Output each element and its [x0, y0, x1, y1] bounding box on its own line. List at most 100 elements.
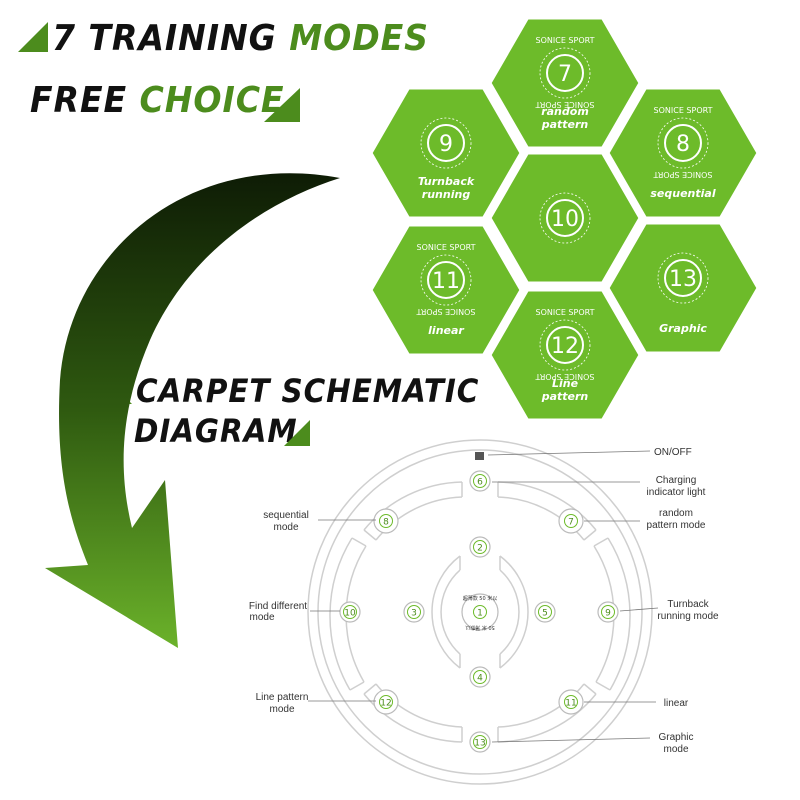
- mode-label-line1: Line: [552, 377, 579, 390]
- pad-number: 5: [542, 609, 548, 619]
- mode-dotted-ring: [539, 47, 591, 99]
- label-find-1: Find different: [249, 601, 307, 612]
- mode-label-line2: running: [422, 188, 471, 201]
- brand-text-bottom: SONICE SPORT: [653, 170, 712, 179]
- mode-dotted-ring: [420, 254, 472, 306]
- label-find-2: mode: [249, 612, 274, 623]
- hexagon-shape: [369, 86, 523, 220]
- label-sequential-1: sequential: [263, 510, 309, 521]
- mode-number: 8: [676, 132, 690, 157]
- sensor-pad-2: 2: [469, 536, 491, 558]
- pad-number: 1: [477, 609, 483, 619]
- sensor-pad-11: 11: [558, 689, 584, 715]
- pad-number: 11: [565, 699, 576, 709]
- mode-label-line1: linear: [428, 324, 464, 337]
- pad-number: 10: [344, 609, 356, 619]
- center-pad-text-bottom: 50 米 薄款以: [465, 624, 495, 631]
- label-graphic-1: Graphic: [658, 732, 693, 743]
- mode-number-ring: [664, 124, 702, 162]
- label-linepattern-2: mode: [269, 704, 294, 715]
- pad-number: 13: [474, 739, 485, 749]
- mode-label-line1: random: [541, 105, 589, 118]
- sensor-pad-9: 9: [597, 601, 619, 623]
- label-charging-2: indicator light: [647, 487, 706, 498]
- label-linear: linear: [664, 698, 689, 709]
- headline-line2-accent: CHOICE: [139, 80, 285, 121]
- pad-number: 2: [477, 544, 483, 554]
- headline-line1-accent: MODES: [289, 18, 429, 59]
- headline-line2-text: FREE: [30, 80, 128, 121]
- label-turnback-1: Turnback: [667, 599, 709, 610]
- brand-text-top: SONICE SPORT: [417, 243, 476, 252]
- headline-triangle-icon: [18, 22, 48, 52]
- headline-line2-triangle-icon: [264, 88, 300, 122]
- mode-number: 7: [558, 62, 572, 87]
- label-onoff: ON/OFF: [654, 447, 692, 458]
- carpet-outer-ring: [307, 439, 653, 785]
- pad-number: 4: [477, 674, 483, 684]
- mode-dotted-ring: [420, 117, 472, 169]
- mode-number: 10: [551, 207, 579, 232]
- headline-line1: 7 TRAINING MODES: [52, 18, 429, 59]
- mode-dotted-ring: [539, 319, 591, 371]
- mode-label-line2: pattern: [541, 390, 589, 403]
- mode-label-line1: Graphic: [659, 322, 707, 335]
- headline-line1-text: 7 TRAINING: [52, 18, 277, 59]
- label-turnback-2: running mode: [657, 611, 719, 622]
- callout-line-onoff: [487, 450, 651, 456]
- hexagon-shape: [606, 86, 760, 220]
- section-title-line1: CARPET SCHEMATIC: [136, 372, 480, 410]
- pad-number: 7: [568, 518, 574, 528]
- brand-text-top: SONICE SPORT: [536, 308, 595, 317]
- section-title-line2: DIAGRAM: [134, 412, 298, 450]
- carpet-inner-ring: [317, 449, 643, 775]
- track-outer-bottom-left: [363, 683, 463, 743]
- mode-label-line1: Turnback: [418, 175, 475, 188]
- mode-number: 11: [432, 269, 460, 294]
- curved-arrow-icon: [45, 173, 340, 648]
- brand-text-top: SONICE SPORT: [536, 36, 595, 45]
- mode-number-ring: [546, 199, 584, 237]
- label-graphic-2: mode: [663, 744, 688, 755]
- track-outer-bottom-right: [497, 683, 597, 743]
- mode-dotted-ring: [657, 252, 709, 304]
- mode-number: 9: [439, 132, 453, 157]
- track-inner-right: [499, 555, 529, 669]
- label-sequential-2: mode: [273, 522, 298, 533]
- hexagon-shape: [369, 223, 523, 357]
- mode-number-ring: [664, 259, 702, 297]
- track-inner-left: [431, 555, 461, 669]
- section-line2-triangle-icon: [284, 420, 310, 446]
- sensor-pad-4: 4: [469, 666, 491, 688]
- hexagon-shape: [488, 16, 642, 150]
- sensor-pad-12: 12: [373, 689, 399, 715]
- callout-line-turnback: [619, 607, 659, 612]
- hexagon-shape: [488, 288, 642, 422]
- mode-number-ring: [427, 124, 465, 162]
- brand-text-bottom: SONICE SPORT: [535, 372, 594, 381]
- center-pad-text-top: 超薄款 50 米以: [463, 595, 498, 602]
- pad-number: 9: [605, 609, 611, 619]
- brand-text-top: SONICE SPORT: [654, 106, 713, 115]
- sensor-pad-3: 3: [403, 601, 425, 623]
- brand-text-bottom: SONICE SPORT: [416, 307, 475, 316]
- onoff-switch: [475, 452, 484, 460]
- mode-label-line2: pattern: [541, 118, 589, 131]
- label-random-1: random: [659, 508, 693, 519]
- track-outer-top-left: [363, 481, 463, 541]
- mode-number-ring: [546, 326, 584, 364]
- mode-number-ring: [427, 261, 465, 299]
- mode-number-ring: [546, 54, 584, 92]
- mode-label-line1: sequential: [650, 187, 715, 200]
- label-charging-1: Charging: [656, 475, 697, 486]
- label-linepattern-1: Line pattern: [256, 692, 309, 703]
- sensor-pad-1: 1: [461, 593, 499, 631]
